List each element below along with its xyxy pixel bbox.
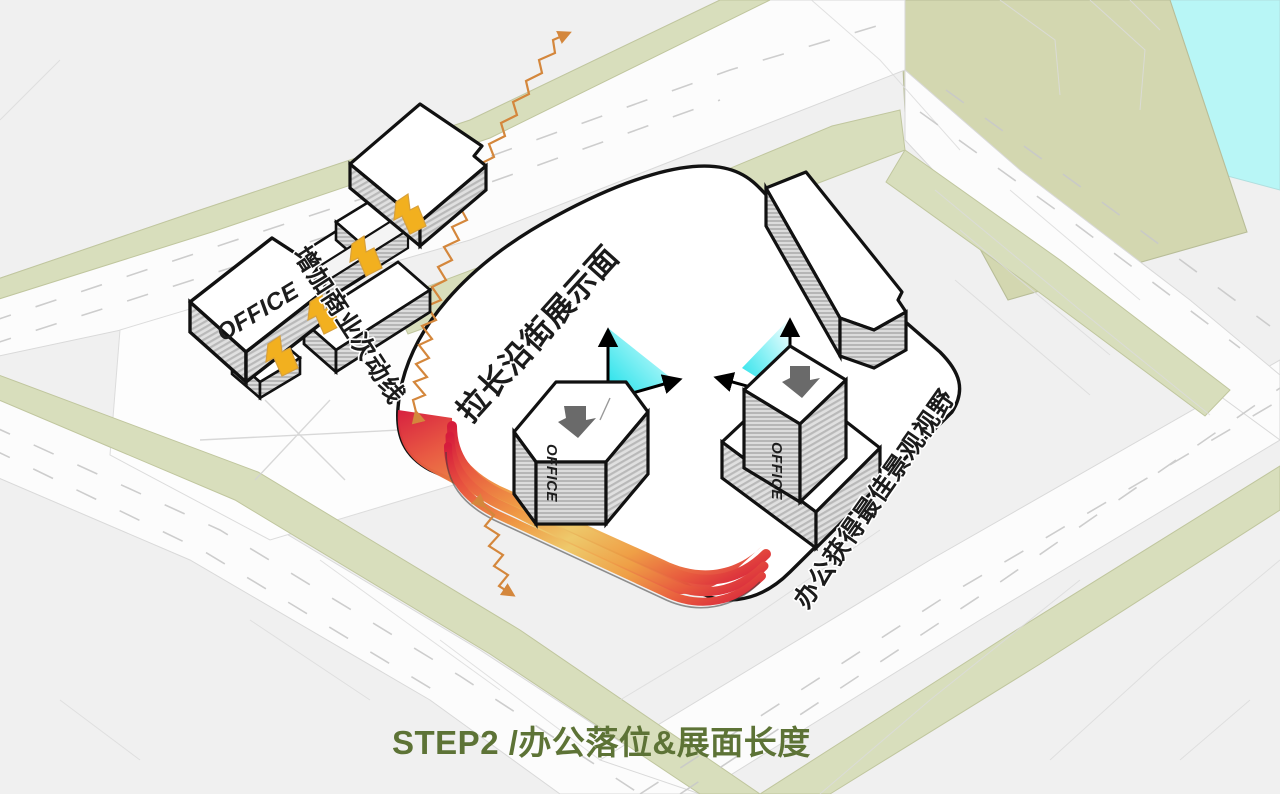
lane-markings (0, 21, 1280, 794)
intersection-guides (199, 399, 401, 481)
center-office-block (512, 380, 650, 529)
flow-arrow-1 (393, 192, 427, 235)
flow-arrow-3 (307, 292, 341, 335)
down-arrow-east (782, 366, 820, 398)
flow-arrow-2 (349, 234, 383, 277)
down-arrow-center (558, 406, 596, 438)
flow-arrow-4 (265, 334, 299, 377)
ne-bar-building (764, 170, 908, 370)
cone-tie-center (599, 397, 611, 421)
nw-office-block (188, 236, 330, 386)
commercial-flow-arrows (265, 192, 427, 377)
squiggle-arrow-southwest (471, 493, 516, 597)
east-office-tower (742, 344, 848, 506)
nw-cluster (188, 102, 488, 401)
east-office-group (720, 344, 882, 552)
frontage-gradient-ribbon (397, 410, 771, 609)
squiggle-arrow-northwest (411, 30, 572, 425)
